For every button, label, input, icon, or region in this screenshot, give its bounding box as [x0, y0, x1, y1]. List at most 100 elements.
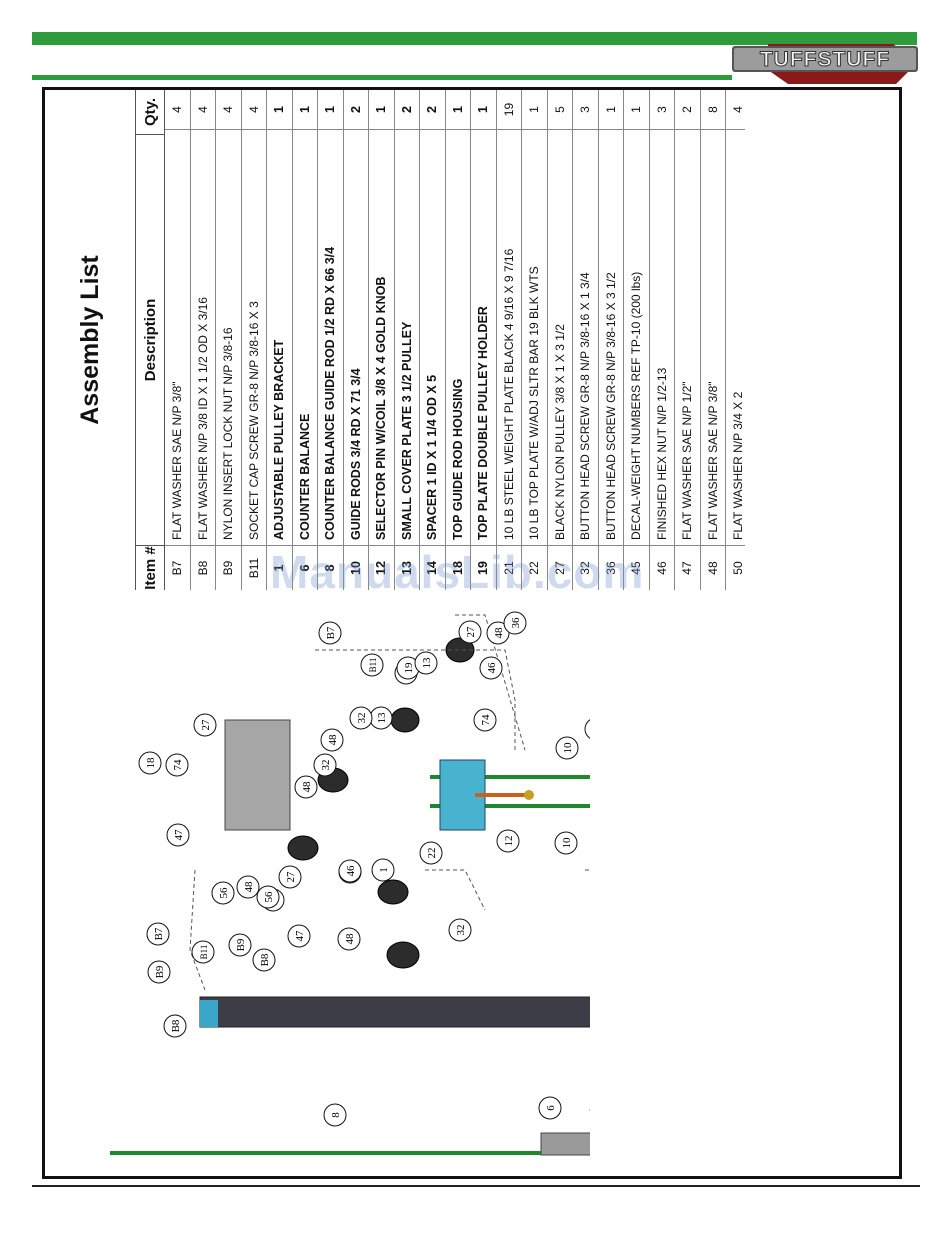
callout-bubble: [473, 708, 497, 732]
description-cell: 10 LB STEEL WEIGHT PLATE BLACK 4 9/16 X …: [496, 129, 521, 545]
callout-label: 32: [356, 713, 368, 724]
callout-label: 19: [403, 662, 415, 674]
qty-cell: 1: [527, 106, 542, 113]
callout-label: B11: [199, 945, 209, 960]
callout-label: 27: [285, 871, 297, 883]
description-cell: BUTTON HEAD SCREW GR-8 N/P 3/8-16 X 3 1/…: [598, 129, 623, 545]
callout-label: 48: [493, 627, 505, 639]
callout-bubble: [554, 831, 578, 855]
description-cell: DECAL-WEIGHT NUMBERS REF TP-10 (200 lbs): [624, 129, 649, 545]
callout-label: B7: [153, 927, 165, 940]
qty-cell: 4: [221, 106, 236, 113]
qty-cell: 3: [578, 106, 593, 113]
callout-bubble: [313, 753, 337, 777]
callout-label: B9: [154, 965, 166, 978]
callout-bubble: [414, 651, 438, 675]
qty-cell: 5: [552, 106, 567, 113]
qty-cell: 4: [731, 106, 745, 113]
item-cell: 46: [649, 545, 674, 590]
callout-label: B11: [368, 658, 378, 673]
callout-bubble: [294, 775, 318, 799]
qty-cell: 1: [323, 106, 338, 113]
callout-bubble: [228, 933, 252, 957]
callout-bubble: [360, 653, 384, 677]
callout-bubble: [555, 736, 579, 760]
main-upright: [199, 996, 590, 1028]
callout-label: 27: [465, 626, 477, 638]
qty-cell: 1: [476, 106, 491, 113]
callout-label: 10: [562, 742, 574, 754]
qty-cell: 19: [501, 102, 516, 117]
tuffstuff-logo: TUFFSTUFF: [732, 44, 918, 84]
callout-label: 56: [263, 891, 275, 903]
description-cell: FLAT WASHER N/P 3/4 X 2: [726, 129, 745, 545]
description-cell: FLAT WASHER SAE N/P 3/8": [700, 129, 725, 545]
callout-bubble: [193, 713, 217, 737]
svg-text:TUFFSTUFF: TUFFSTUFF: [760, 48, 890, 71]
qty-cell: 2: [680, 106, 695, 113]
callout-label: 46: [486, 662, 498, 674]
description-cell: 10 LB TOP PLATE W/ADJ SLTR BAR 19 BLK WT…: [522, 129, 547, 545]
callout-label: B8: [259, 953, 271, 966]
item-cell: 48: [700, 545, 725, 590]
callout-bubble: [256, 885, 280, 909]
callout-label: 74: [480, 714, 492, 726]
callout-label: B8: [170, 1019, 182, 1032]
upright-cap: [200, 1000, 218, 1027]
callout-label: 48: [344, 933, 356, 945]
description-cell: SMALL COVER PLATE 3 1/2 PULLEY: [394, 129, 419, 545]
item-cell: B9: [216, 545, 241, 590]
qty-cell: 4: [246, 106, 261, 113]
callout-label: 6: [545, 1105, 557, 1111]
callout-bubble: [138, 751, 162, 775]
callout-bubble: [191, 940, 215, 964]
counter-balance: [540, 1132, 590, 1156]
gold-knob-icon: [524, 790, 534, 800]
qty-cell: 1: [629, 106, 644, 113]
callout-label: B9: [235, 938, 247, 951]
qty-cell: 8: [705, 106, 720, 113]
pulley-icon: [377, 879, 409, 905]
qty-cell: 1: [450, 106, 465, 113]
callout-label: 10: [561, 837, 573, 849]
description-cell: BLACK NYLON PULLEY 3/8 X 1 X 3 1/2: [547, 129, 572, 545]
callout-bubble: [146, 922, 170, 946]
description-cell: BUTTON HEAD SCREW GR-8 N/P 3/8-16 X 1 3/…: [573, 129, 598, 545]
description-cell: FLAT WASHER N/P 3/8 ID X 1 1/2 OD X 3/16: [190, 129, 215, 545]
callout-bubble: [278, 865, 302, 889]
callout-bubble: [503, 611, 527, 635]
description-cell: ADJUSTABLE PULLEY BRACKET: [267, 129, 292, 545]
pulley-icon: [287, 835, 319, 861]
qty-cell: 2: [425, 106, 440, 113]
assembly-title: Assembly List: [75, 255, 104, 425]
callout-bubble: [458, 620, 482, 644]
description-cell: NYLON INSERT LOCK NUT N/P 3/8-16: [216, 129, 241, 545]
callout-bubble: [165, 753, 189, 777]
pulley-icon: [386, 941, 420, 969]
qty-cell: 3: [654, 106, 669, 113]
callout-bubble: [371, 858, 395, 882]
callout-label: 48: [327, 734, 339, 746]
qty-cell: 1: [603, 106, 618, 113]
description-cell: FLAT WASHER SAE N/P 3/8": [165, 129, 190, 545]
description-cell: TOP GUIDE ROD HOUSING: [445, 129, 470, 545]
item-cell: B11: [241, 545, 266, 590]
qty-cell: 1: [272, 106, 287, 113]
callout-bubble: [166, 823, 190, 847]
qty-cell: 2: [348, 106, 363, 113]
callout-bubble: [337, 927, 361, 951]
item-cell: B7: [165, 545, 190, 590]
description-cell: COUNTER BALANCE: [292, 129, 317, 545]
callout-bubble: [584, 719, 590, 739]
